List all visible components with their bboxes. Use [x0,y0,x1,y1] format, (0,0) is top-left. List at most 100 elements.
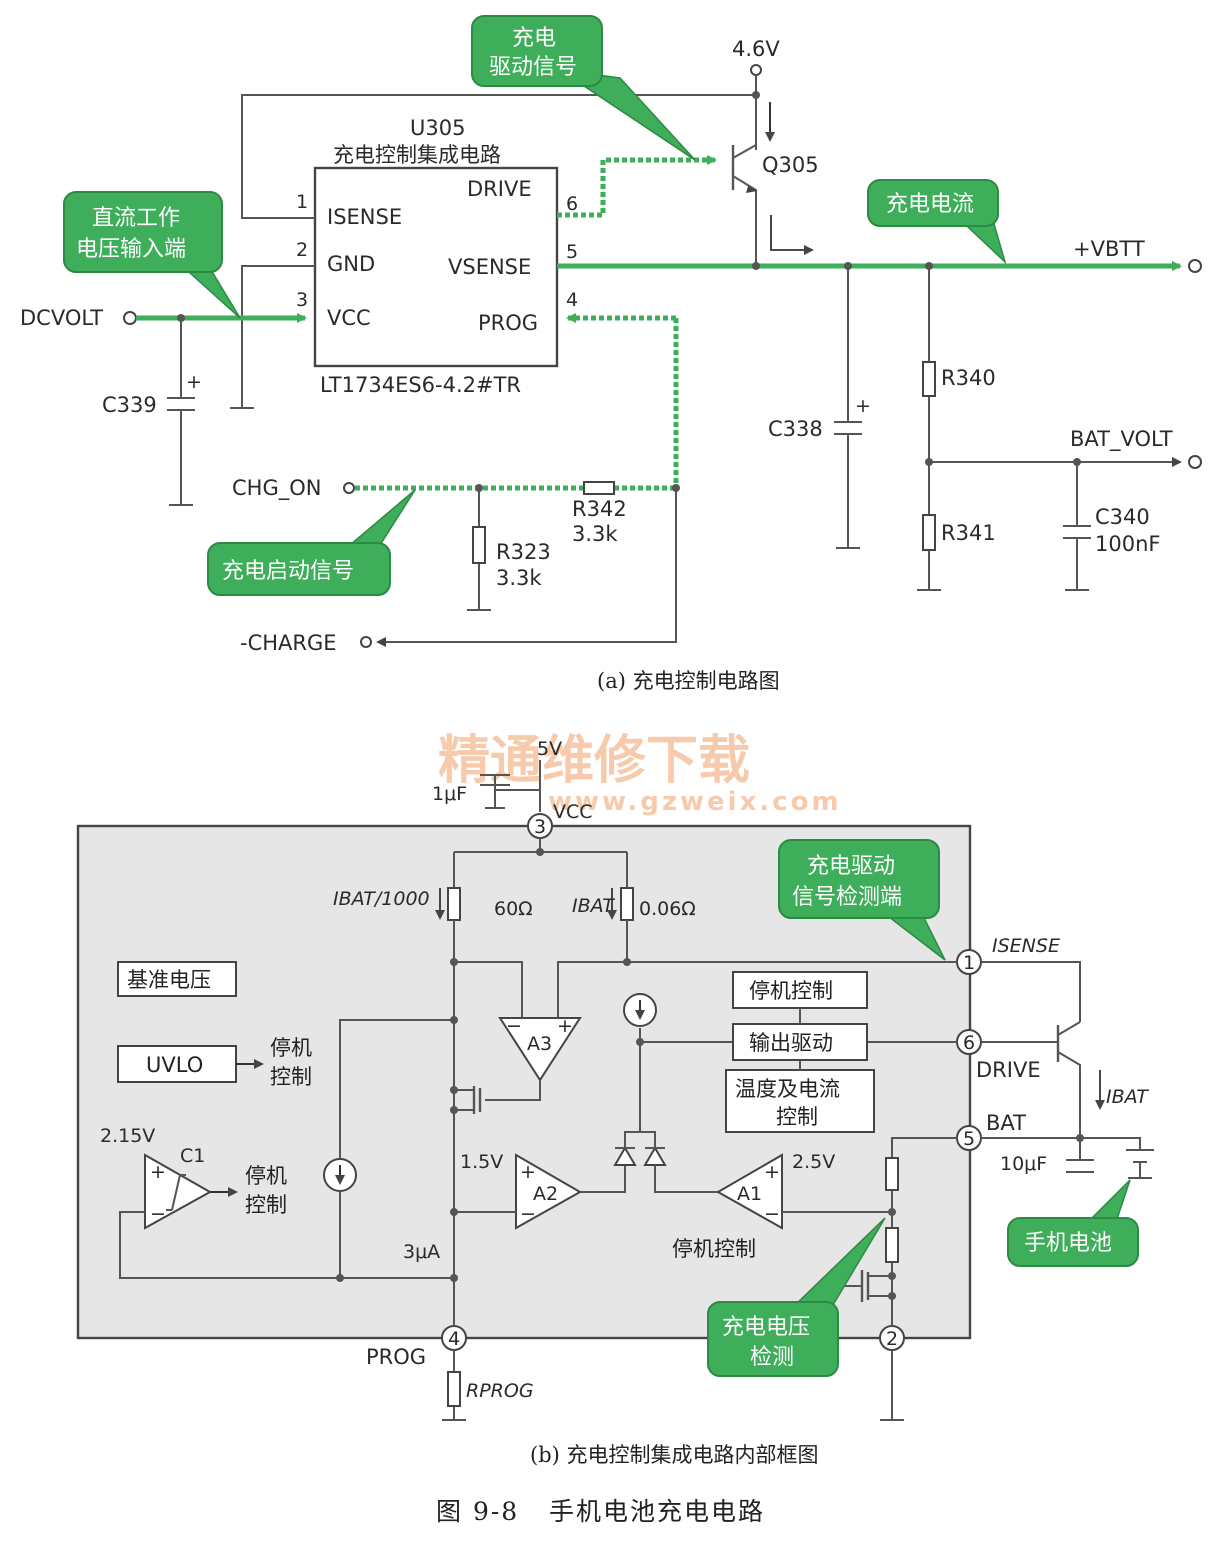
divider-r-top [885,1157,899,1191]
callout-detect-line1: 充电驱动 [807,854,895,879]
junction-dot [888,1292,896,1300]
c339-plus: + [186,371,202,393]
r323-label: R323 [496,540,551,564]
a2-opamp [515,1153,583,1230]
charge-wire [376,488,677,647]
watermark-line2: www.gzweix.com [548,787,842,817]
temp-line1: 温度及电流 [735,1077,840,1101]
ua3-label: 3μA [403,1241,440,1263]
battery-symbol [1126,1149,1154,1179]
junction-dot [450,1016,458,1024]
isense-wire [241,94,756,219]
rprog-wire [442,1350,466,1421]
callout-battery-text: 手机电池 [1024,1231,1112,1256]
pin-circles [441,813,982,1351]
caption-b: (b) 充电控制集成电路内部框图 [530,1443,819,1467]
stop-ctrl-box-label: 停机控制 [749,979,833,1003]
supply-terminal [750,64,762,76]
a2-wire [454,1165,626,1213]
c340-label: C340 [1095,505,1150,529]
diode-left [613,1146,637,1166]
callout-dc-input: 直流工作 电压输入端 [63,191,241,319]
callout-battery: 手机电池 [1007,1179,1139,1267]
junction-dot [752,262,760,270]
c1-plus: + [150,1161,166,1183]
a1-opamp [715,1153,783,1230]
junction-dot [450,1086,458,1094]
callout-dc-line1: 直流工作 [92,206,180,231]
c338-label: C338 [768,417,823,441]
charge-current-arrow [770,215,814,255]
c1-ctrl: 控制 [245,1193,287,1217]
reference-box [117,961,237,997]
stop-ctrl-label: 停机控制 [672,1237,756,1261]
watermark: 精通维修下载 www.gzweix.com [438,731,842,817]
pin-isense-label: ISENSE [327,205,402,229]
pin-prog-label: PROG [478,311,538,335]
callout-drive-signal: 充电 驱动信号 [471,15,696,161]
r60-label: 60Ω [494,898,533,920]
uvlo-ctrl: 控制 [270,1065,312,1089]
pin1-num: 1 [963,952,975,974]
c339-label: C339 [102,393,157,417]
pin-gnd-label: GND [327,252,375,276]
r340-label: R340 [941,366,996,390]
divider-r-bottom [885,1227,899,1263]
a1-ref-voltage: 2.5V [792,1151,835,1173]
callout-dc-line2: 电压输入端 [76,237,186,262]
junction-dot [888,1208,896,1216]
ext-transistor-leads [1057,1021,1081,1138]
rprog-resistor [447,1371,461,1407]
pin4-num: 4 [448,1328,460,1350]
pin-vsense-label: VSENSE [448,255,531,279]
r323-value: 3.3k [496,566,542,590]
a2-ref-voltage: 1.5V [460,1151,503,1173]
pin2-ground [880,1350,904,1421]
callout-vdet-line2: 检测 [750,1345,794,1370]
pin-num-1: 1 [296,191,308,213]
top-cap-label: 1μF [432,783,467,805]
prog-ext-label: PROG [366,1345,426,1369]
ic-part: LT1734ES6-4.2#TR [320,373,521,397]
callout-vdet-line1: 充电电压 [722,1315,810,1340]
r006-label: 0.06Ω [639,898,696,920]
callout-drive-detect: 充电驱动 信号检测端 [778,839,946,961]
top-supply-label: 5V [537,738,562,760]
q305-label: Q305 [762,153,819,177]
transistor-q305 [731,128,757,265]
a2-label: A2 [533,1183,558,1205]
callout-voltage-detect: 充电电压 检测 [707,1217,886,1377]
isense-external-wire [981,961,1081,1022]
c1-feedback-wire [119,1211,454,1279]
cap-10uf [1066,1138,1094,1173]
hysteresis-icon [166,1174,186,1211]
uvlo-label: UVLO [146,1053,203,1077]
pin-drive-label: DRIVE [467,177,532,201]
ic-desc: 充电控制集成电路 [333,143,501,167]
junction-dot [450,1208,458,1216]
c340-symbol [1063,462,1091,591]
pin5-num: 5 [963,1128,975,1150]
pin-num-6: 6 [566,193,578,215]
junction-dot [450,1274,458,1282]
charge-terminal [360,636,372,648]
junction-dot [450,1106,458,1114]
c338-symbol [834,266,862,549]
dcvolt-terminal [123,311,137,325]
chg-on-terminal [343,482,355,494]
a2-minus: − [520,1203,536,1225]
r342-label: R342 [572,497,627,521]
diagram-a: U305 充电控制集成电路 LT1734ES6-4.2#TR ISENSE GN… [20,15,1202,693]
callout-charge-current: 充电电流 [867,179,1007,265]
ibat-label: IBAT [572,895,615,917]
bat-ext-label: BAT [986,1111,1026,1135]
isense-ext-label: ISENSE [992,935,1060,957]
c1-ref-voltage: 2.15V [100,1125,155,1147]
vbtt-terminal [1188,259,1202,273]
callout-start-text: 充电启动信号 [222,559,354,584]
temp-ctrl-box [725,1069,875,1133]
watermark-line1: 精通维修下载 [438,731,750,791]
r342-value: 3.3k [572,522,618,546]
r323-resistor [472,526,486,564]
